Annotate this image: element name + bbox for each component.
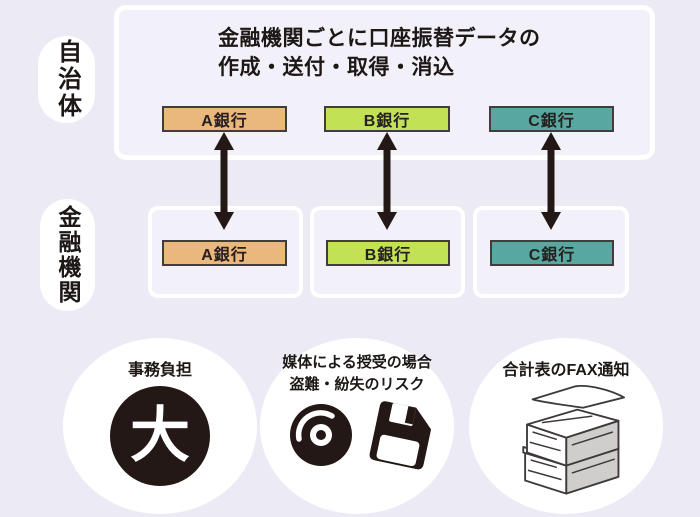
lane-pill-financial-institution: 金融機関 <box>40 199 95 311</box>
double-arrow-a <box>214 132 234 230</box>
dai-badge-text: 大 <box>130 402 190 469</box>
bank-label: C銀行 <box>528 247 576 264</box>
lane-label-financial-institution: 金融機関 <box>55 205 81 305</box>
issue-circle-workload: 事務負担 大 <box>63 338 257 514</box>
issue-circle-fax: 合計表のFAX通知 <box>469 338 663 514</box>
lane-pill-municipality: 自治体 <box>38 36 95 123</box>
bank-label: A銀行 <box>201 113 248 130</box>
bank-box-bottom-c: C銀行 <box>490 240 614 266</box>
bank-box-top-b: B銀行 <box>324 106 450 132</box>
process-title-line1: 金融機関ごとに口座振替データの <box>218 27 541 50</box>
issue-title-media-line2: 盗難・紛失のリスク <box>289 376 425 393</box>
process-title-line2: 作成・送付・取得・消込 <box>218 56 455 79</box>
bank-box-bottom-b: B銀行 <box>326 240 450 266</box>
bank-label: C銀行 <box>528 113 575 130</box>
issue-title-fax: 合計表のFAX通知 <box>502 362 630 379</box>
process-title: 金融機関ごとに口座振替データの 作成・送付・取得・消込 <box>218 24 541 82</box>
lane-label-municipality: 自治体 <box>53 39 81 120</box>
bank-label: B銀行 <box>364 247 412 264</box>
double-arrow-c <box>541 132 561 230</box>
issue-title-workload: 事務負担 <box>127 362 192 379</box>
bank-box-top-c: C銀行 <box>489 106 614 132</box>
issue-title-media-risk: 媒体による授受の場合 盗難・紛失のリスク <box>260 352 454 396</box>
bank-box-bottom-a: A銀行 <box>162 240 287 266</box>
paper-stack-icon <box>522 384 625 495</box>
bank-box-top-a: A銀行 <box>162 106 287 132</box>
bank-label: A銀行 <box>201 247 248 264</box>
issue-title-media-line1: 媒体による授受の場合 <box>282 354 432 371</box>
dai-badge-icon: 大 <box>110 386 210 486</box>
cd-disc-icon <box>290 404 352 466</box>
double-arrow-b <box>377 132 397 230</box>
issue-circle-media-risk: 媒体による授受の場合 盗難・紛失のリスク <box>260 338 454 514</box>
floppy-disk-icon <box>369 401 432 470</box>
bank-label: B銀行 <box>363 113 411 130</box>
